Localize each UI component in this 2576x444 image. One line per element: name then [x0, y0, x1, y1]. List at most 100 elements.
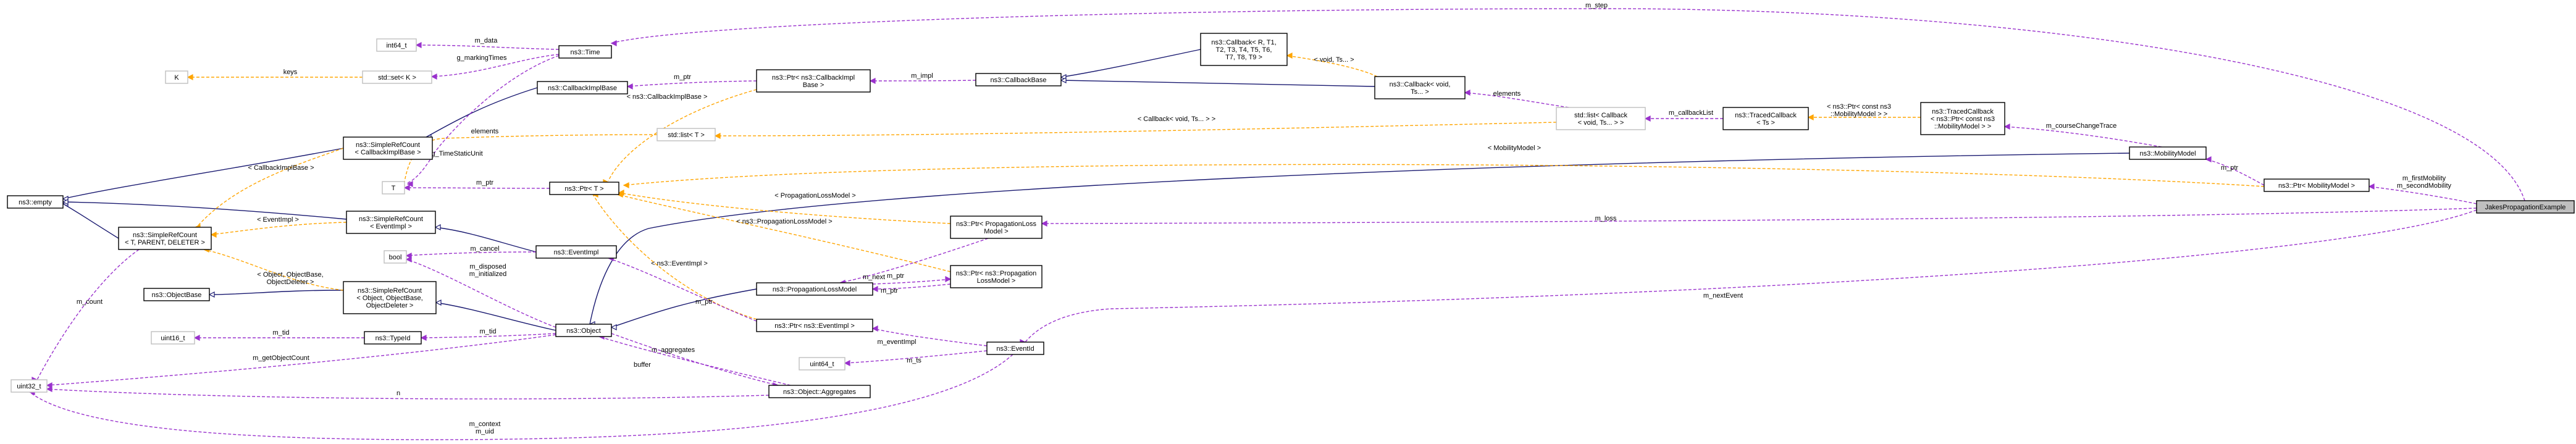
node-label: ns3::Ptr< MobilityModel >: [2278, 182, 2355, 190]
class-node[interactable]: ns3::Ptr< ns3::CallbackImplBase >: [756, 69, 871, 93]
node-label: < ns3::Ptr< const ns3: [1931, 115, 1995, 123]
member-edge: m_impl: [869, 72, 976, 84]
edge-label: m_firstMobility: [2402, 175, 2446, 182]
class-node[interactable]: ns3::Time: [558, 45, 612, 59]
node-label: ns3::SimpleRefCount: [359, 216, 423, 223]
node-label: ns3::TracedCallback: [1735, 112, 1797, 119]
node-label: std::set< K >: [378, 74, 416, 82]
node-label: std::list< Callback: [1574, 112, 1627, 119]
edge-label: buffer: [634, 361, 651, 369]
member-edge: m_ptr: [626, 73, 757, 90]
class-node[interactable]: ns3::SimpleRefCount< T, PARENT, DELETER …: [118, 227, 212, 250]
edge-label: m_tid: [480, 328, 497, 335]
node-label: Ts... >: [1411, 88, 1429, 96]
class-node: uint32_t: [10, 379, 48, 393]
node-label: JakesPropagationExample: [2485, 204, 2566, 211]
edge-label: < ns3::Ptr< const ns3: [1827, 103, 1891, 111]
edge-label: m_nextEvent: [1703, 292, 1743, 299]
edge-label: elements: [471, 128, 499, 135]
inheritance-edge: [589, 153, 2130, 327]
node-label: ObjectDeleter >: [366, 302, 414, 309]
class-node[interactable]: ns3::Object::Aggregates: [768, 385, 871, 398]
edge-label: m_ptr: [881, 287, 898, 295]
class-node: bool: [384, 250, 407, 264]
class-node[interactable]: ns3::MobilityModel: [2129, 146, 2207, 160]
edge-label: m_eventImpl: [878, 338, 917, 346]
template-edge: < EventImpl >: [210, 216, 347, 238]
edge-label: m_cancel: [470, 245, 499, 253]
node-label: ns3::EventId: [996, 345, 1034, 353]
node-label: < void, Ts... > >: [1578, 119, 1624, 127]
node-label: ns3::SimpleRefCount: [133, 232, 197, 239]
class-node[interactable]: ns3::EventId: [986, 341, 1044, 355]
class-node[interactable]: ns3::Ptr< ns3::EventImpl >: [756, 319, 873, 332]
node-label: T: [392, 185, 396, 192]
class-node: int64_t: [376, 38, 417, 52]
class-node[interactable]: ns3::SimpleRefCount< Object, ObjectBase,…: [343, 281, 437, 314]
member-edge: m_loss: [1041, 207, 2477, 227]
member-edge: m_nextEvent: [1020, 209, 2477, 345]
class-node[interactable]: ns3::CallbackImplBase: [537, 81, 628, 94]
member-edge: buffer: [598, 333, 791, 386]
class-node[interactable]: ns3::Callback< R, T1,T2, T3, T4, T5, T6,…: [1200, 33, 1288, 66]
node-label: < T, PARENT, DELETER >: [125, 239, 205, 246]
edge-label: m_ts: [907, 357, 921, 364]
member-edge: m_tid: [193, 329, 364, 341]
class-node[interactable]: ns3::Ptr< PropagationLossModel >: [950, 216, 1043, 239]
class-node[interactable]: ns3::TypeId: [364, 331, 422, 345]
class-node[interactable]: ns3::SimpleRefCount< EventImpl >: [346, 211, 436, 234]
class-node[interactable]: ns3::EventImpl: [535, 245, 617, 259]
inheritance-edge: [62, 148, 344, 202]
edge-label: m_impl: [911, 72, 933, 80]
class-node[interactable]: ns3::PropagationLossModel: [756, 282, 873, 296]
class-node[interactable]: ns3::Ptr< MobilityModel >: [2263, 178, 2370, 192]
class-node[interactable]: ns3::TracedCallback< ns3::Ptr< const ns3…: [1920, 102, 2005, 135]
node-label: ns3::Ptr< T >: [564, 185, 603, 193]
member-edge: m_data: [415, 37, 560, 50]
edge-label: g_TimeStaticUnit: [431, 150, 482, 157]
inheritance-edge: [1060, 77, 1375, 87]
edge-label: < PropagationLossModel >: [774, 192, 855, 199]
class-node[interactable]: JakesPropagationExample: [2476, 200, 2575, 214]
member-edge: m_getObjectCount: [46, 334, 556, 388]
member-edge: m_step: [610, 2, 2525, 201]
member-edge: m_tid: [420, 328, 556, 341]
edge-label: < Callback< void, Ts... > >: [1138, 115, 1215, 123]
class-node[interactable]: ns3::empty: [7, 195, 64, 209]
edge-label: m_ptr: [476, 179, 493, 186]
inheritance-edge: [610, 288, 757, 330]
node-label: ns3::MobilityModel: [2139, 150, 2196, 157]
class-node[interactable]: ns3::Ptr< T >: [549, 182, 619, 195]
class-node[interactable]: ns3::ObjectBase: [143, 288, 210, 301]
edge-label: m_aggregates: [652, 346, 695, 354]
node-label: std::list< T >: [668, 132, 705, 139]
edge-label: m_courseChangeTrace: [2046, 122, 2117, 130]
template-edge: < Callback< void, Ts... > >: [714, 115, 1557, 139]
class-node[interactable]: ns3::Callback< void,Ts... >: [1374, 76, 1466, 99]
class-node[interactable]: ns3::TracedCallback< Ts >: [1722, 107, 1809, 130]
class-node[interactable]: ns3::Object: [555, 324, 612, 337]
edge-label: < ns3::EventImpl >: [651, 260, 708, 267]
edge-label: m_ptr: [695, 298, 713, 306]
edge-label: g_markingTimes: [457, 54, 507, 62]
node-label: ns3::Ptr< PropagationLoss: [956, 220, 1036, 228]
nodes-layer: JakesPropagationExamplens3::emptyns3::Si…: [7, 33, 2575, 398]
edge-label: < ns3::PropagationLossModel >: [736, 218, 832, 225]
edge-label: m_disposed: [469, 263, 506, 270]
class-node[interactable]: ns3::CallbackBase: [975, 73, 1062, 86]
node-label: ns3::Ptr< ns3::CallbackImpl: [772, 74, 855, 82]
edge-label: keys: [283, 69, 298, 76]
node-label: < Ts >: [1756, 119, 1775, 127]
member-edge: m_next: [863, 274, 952, 285]
edge-label: m_callbackList: [1669, 109, 1713, 117]
class-node[interactable]: ns3::Ptr< ns3::PropagationLossModel >: [950, 265, 1043, 288]
edge-label: ::MobilityModel > >: [1831, 111, 1887, 118]
edge-label: m_ptr: [674, 73, 691, 81]
edge-label: m_tid: [273, 329, 290, 337]
class-node: std::list< T >: [657, 128, 716, 141]
node-label: ns3::CallbackImplBase: [548, 85, 617, 92]
node-label: ns3::CallbackBase: [990, 77, 1046, 84]
class-node[interactable]: ns3::SimpleRefCount< CallbackImplBase >: [343, 136, 433, 160]
